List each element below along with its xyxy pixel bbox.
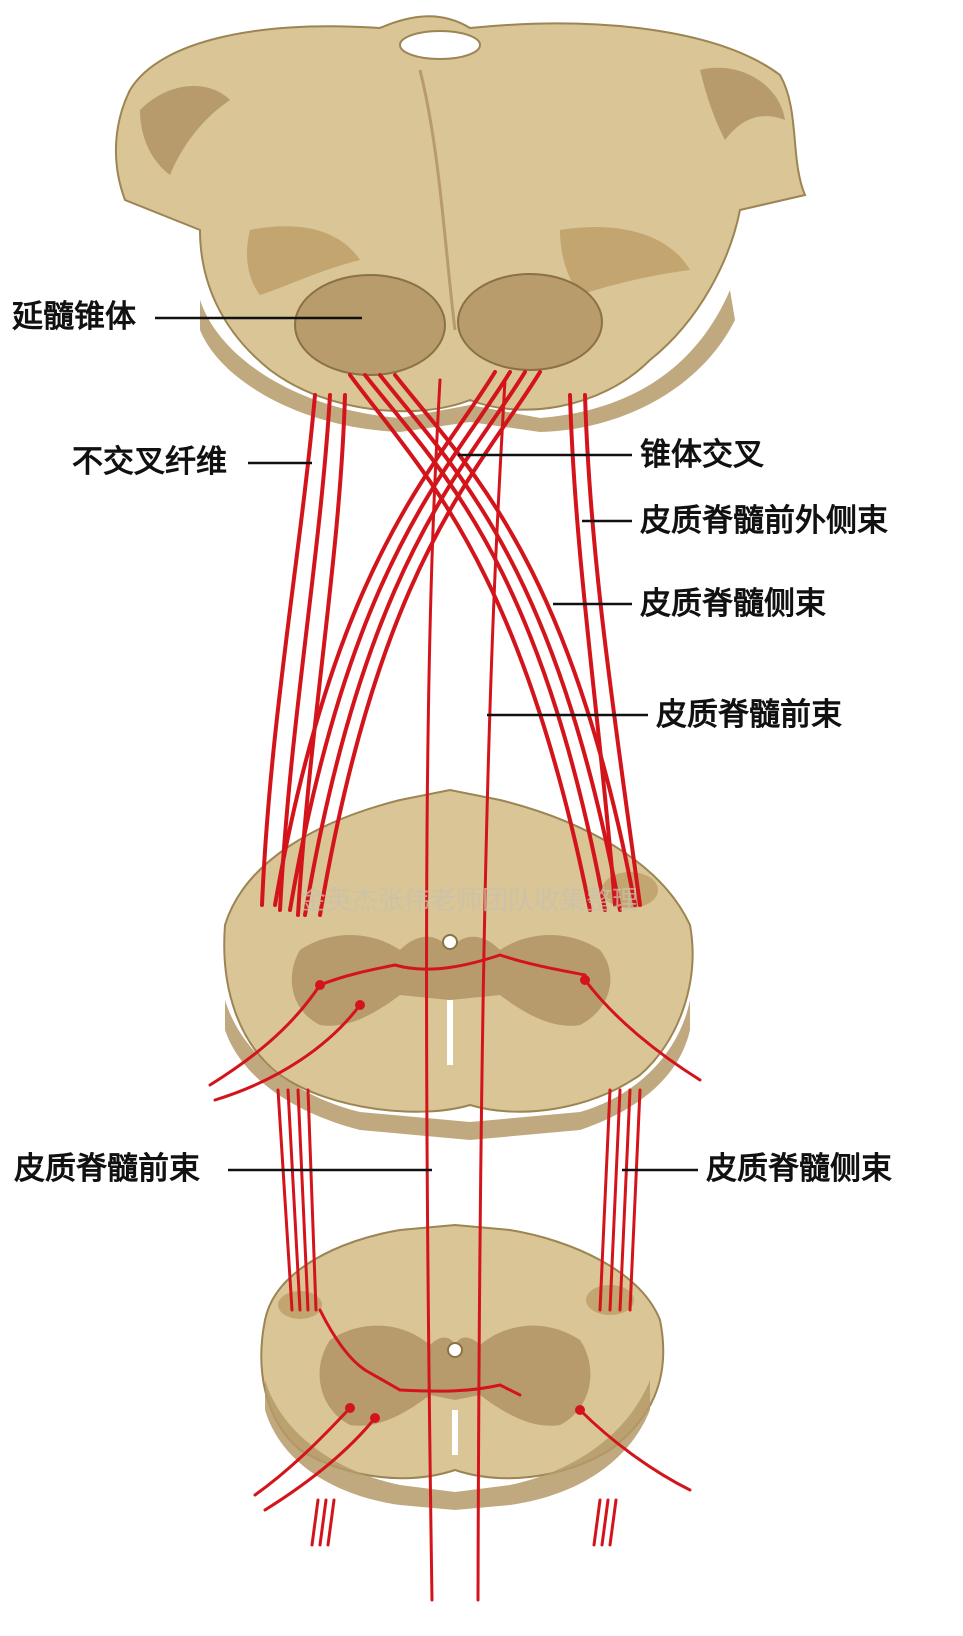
- label-anterior-tract-upper: 皮质脊髓前束: [656, 700, 842, 731]
- label-pyramidal-decussation: 锥体交叉: [640, 440, 764, 471]
- label-anterior-tract-lower: 皮质脊髓前束: [14, 1154, 200, 1185]
- label-uncrossed-fibers: 不交叉纤维: [72, 447, 227, 478]
- medulla-section: [116, 16, 805, 432]
- watermark: 金英杰张伟老师团队收集整理: [300, 880, 638, 917]
- label-lateral-tract-upper: 皮质脊髓侧束: [640, 589, 826, 620]
- label-anterolateral-tract: 皮质脊髓前外侧束: [640, 506, 888, 537]
- label-medulla-pyramid: 延髓锥体: [12, 302, 136, 333]
- right-pyramid: [458, 274, 602, 370]
- label-lateral-tract-lower: 皮质脊髓侧束: [706, 1154, 892, 1185]
- left-pyramid: [295, 275, 445, 375]
